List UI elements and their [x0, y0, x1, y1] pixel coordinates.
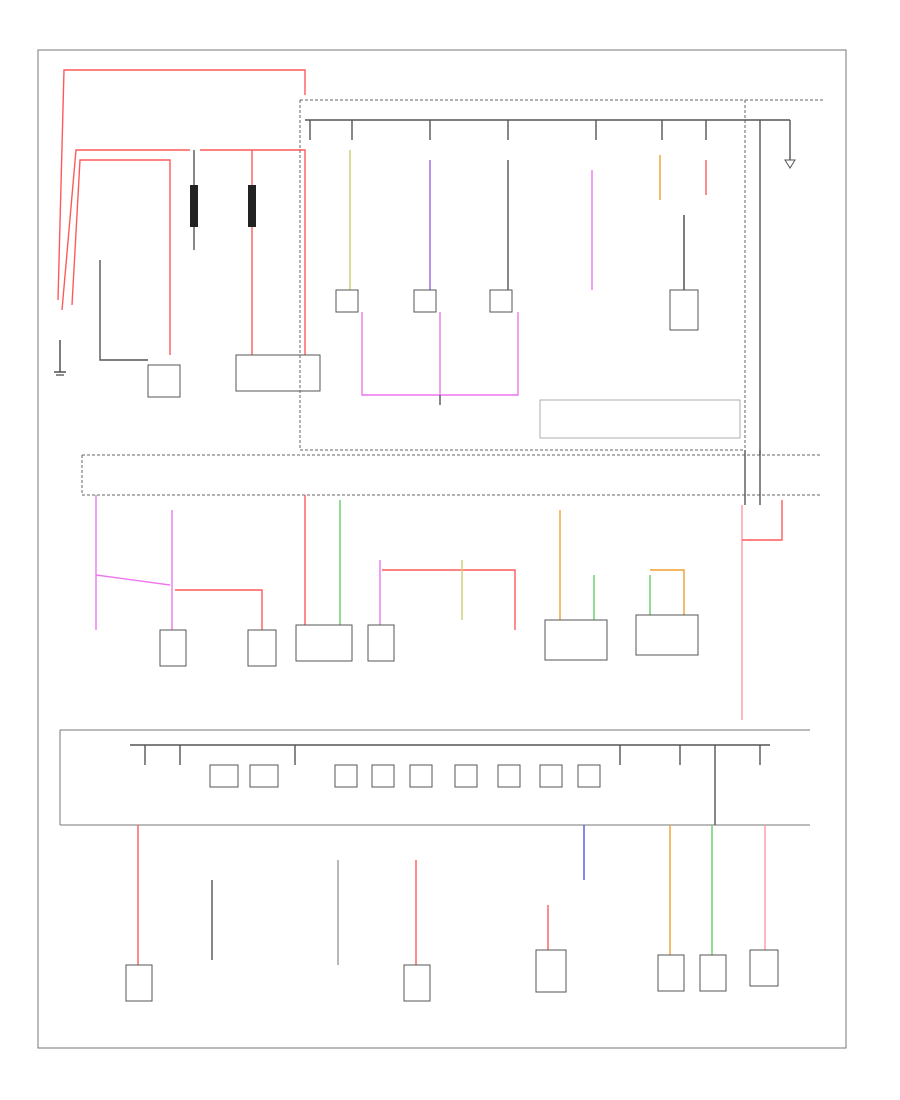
component-box-icon: [544, 619, 608, 661]
component-box-icon: [669, 289, 699, 331]
component-box-icon: [367, 624, 395, 662]
lower-section: [59, 729, 810, 1002]
fuse-panel-outline: [59, 729, 810, 826]
battery-feed-wire-3: [71, 159, 171, 355]
relay-icon: [209, 764, 239, 788]
component-box-icon: [247, 629, 277, 667]
diagram-frame: [37, 49, 847, 1049]
engine-fuse-box-outline: [299, 99, 825, 451]
component-box-icon: [749, 949, 779, 987]
middle-section: [81, 450, 820, 720]
pink-branch-left: [95, 495, 171, 630]
fusible-link-icon: [190, 185, 198, 227]
body-module-outline: [81, 454, 820, 496]
top-section: [54, 69, 825, 455]
component-box-icon: [535, 949, 567, 993]
generator-feed-wire: [200, 149, 306, 355]
relay-icon: [371, 764, 395, 788]
relay-icon: [577, 764, 601, 788]
component-box-icon: [657, 954, 685, 992]
relay-icon: [409, 764, 433, 788]
fuse-row-top: [309, 120, 791, 455]
relay-icon: [249, 764, 279, 788]
relay-icon: [489, 289, 513, 313]
battery-feed-wire: [57, 69, 306, 301]
fuse-row-lower: [144, 745, 761, 825]
internal-switches: [209, 764, 601, 788]
component-box-icon: [295, 624, 353, 662]
relay-icon: [413, 289, 437, 313]
component-box-icon: [699, 954, 727, 992]
relay-icon: [497, 764, 521, 788]
battery-feed-wire-2: [61, 149, 190, 311]
relay-icon: [335, 289, 359, 313]
legend-box: [539, 399, 741, 439]
fusible-link-icon: [248, 185, 256, 227]
ground-icon: [784, 159, 796, 169]
relay-icon: [454, 764, 478, 788]
red-right-branch: [742, 500, 783, 541]
relay-icon: [539, 764, 563, 788]
red-branch-mid: [175, 589, 263, 630]
starter-wire: [99, 260, 148, 361]
relay-icon: [334, 764, 358, 788]
orange-branch-2: [650, 569, 685, 615]
component-box-icon: [125, 964, 153, 1002]
starter-motor-box: [147, 364, 181, 398]
ground-icon: [54, 340, 66, 376]
component-box-icon: [159, 629, 187, 667]
generator-box: [235, 354, 321, 392]
component-box-icon: [635, 614, 699, 656]
right-feed: [744, 450, 761, 505]
red-branch-3: [382, 569, 516, 630]
component-box-icon: [403, 964, 431, 1002]
